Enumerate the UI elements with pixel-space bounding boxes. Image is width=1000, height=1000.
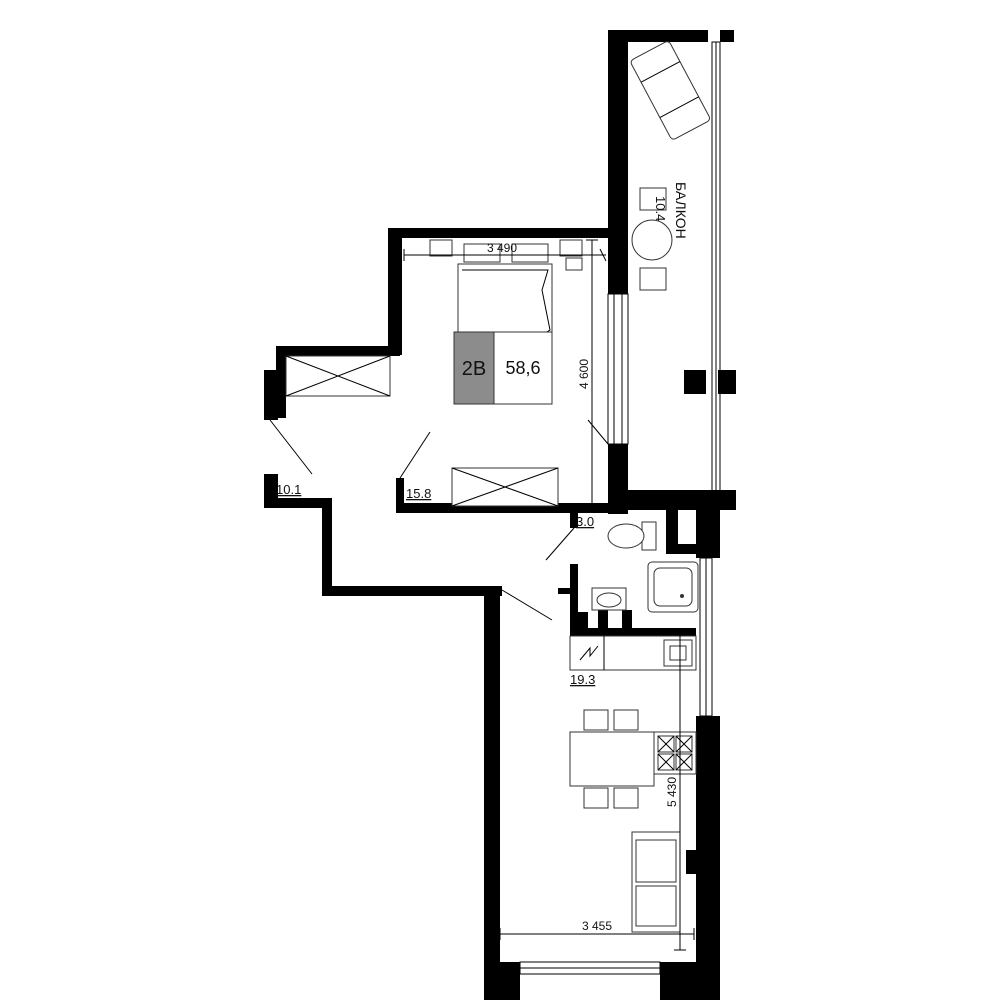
bedroom-left-wall-lower [396,478,404,510]
balcony-bottom-wall [608,490,736,510]
balcony-lounger [630,41,710,140]
hall-wardrobe [285,355,391,397]
balcony-pillar-left [684,370,706,394]
unit-badge: 2В 58,6 [453,331,553,405]
balcony-top-right-stub [720,30,734,42]
bath-duct-2 [622,610,632,632]
unit-total-area: 58,6 [505,358,540,378]
living-right-pillar [686,850,700,874]
room-name-balcony: БАЛКОН [673,182,689,239]
walls [264,30,736,1000]
hall-bottom-wall-left [264,498,332,508]
dining-chair [583,709,609,731]
balcony-top-wall [608,30,708,42]
living-bottom-left-wall [484,962,520,1000]
room-area-balcony: 10.4 [653,196,668,221]
balcony-table [631,219,673,261]
dim-living-depth: 5 430 [665,777,679,807]
bath-bottom-wall [570,628,696,636]
room-area-bedroom: 15.8 [406,486,431,501]
nightstand-lamp [565,257,583,271]
bath-door [545,527,575,561]
room-area-bathroom: 3.0 [576,514,594,529]
unit-code: 2В [462,358,486,380]
balcony-chair-top [639,187,667,211]
bathtub-shower [647,561,699,613]
kitchen-stove [653,731,697,775]
kitchen-appliance-icon [579,645,599,661]
bedroom-wardrobe [451,467,559,507]
dim-bedroom-depth: 4 600 [577,359,591,389]
living-sofa [631,831,681,933]
closet-top-wall [276,346,400,356]
unit-code-box [453,331,495,405]
dining-table [569,731,655,787]
doors [269,419,609,621]
bath-duct-3 [578,612,588,630]
bedroom-left-wall-upper [388,228,402,355]
bedroom-door [399,431,431,479]
bath-duct-1 [598,610,608,632]
room-area-hall: 10.1 [276,482,301,497]
furniture [285,41,710,933]
toilet [607,521,657,551]
bath-shaft-bottom [666,544,700,554]
hall-step-wall [322,498,332,596]
dimension-lines [403,239,695,951]
dim-living-width: 3 455 [582,919,612,933]
bedroom-top-wall [388,228,611,238]
balcony-pillar-right [718,370,736,394]
bath-door-stub [570,510,578,528]
unit-area-box [493,331,553,405]
bath-left-notch [558,588,574,594]
hall-bottom-wall [322,586,502,596]
hall-left-wall-upper [264,370,278,420]
nightstand-left [429,239,453,257]
bath-shaft-wall [666,510,678,552]
room-area-kitchen-living: 19.3 [570,672,595,687]
bath-sink [591,587,627,611]
bedroom-window [607,293,629,445]
windows [491,41,721,975]
closet-left-wall [276,346,286,418]
dining-chair [583,787,609,809]
dim-bedroom-width: 3 490 [487,241,517,255]
bedroom-bottom-wall [396,503,608,513]
dining-chair [613,787,639,809]
living-door [501,589,553,621]
dining-chair [613,709,639,731]
balcony-left-wall-upper [608,30,628,294]
balcony-door [587,419,609,445]
bath-left-wall [570,564,578,634]
nightstand-right [559,239,583,257]
living-left-wall [484,586,500,1000]
balcony-chair-bottom [639,267,667,291]
entrance-door [269,419,313,475]
